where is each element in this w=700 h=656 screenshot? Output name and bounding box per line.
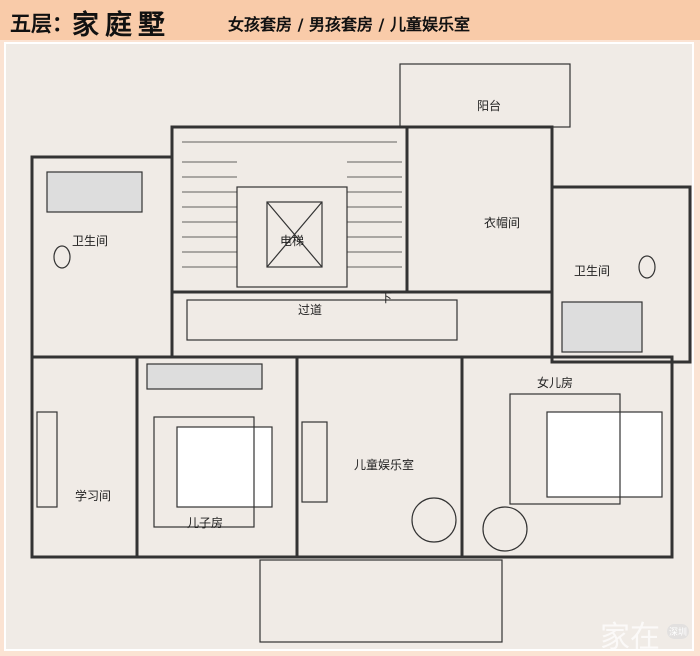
round-table-icon: [482, 506, 528, 552]
plan-subtitle: 女孩套房 / 男孩套房 / 儿童娱乐室: [228, 15, 470, 34]
balcony-top: [399, 63, 571, 128]
round-table-icon: [411, 497, 457, 543]
wardrobe: [146, 363, 263, 390]
bed-son: [176, 426, 273, 508]
room-label-corridor: 过道: [298, 303, 322, 317]
bathtub-right: [561, 301, 643, 353]
room-label-daughter: 女儿房: [537, 375, 573, 390]
stair-down-label: 下: [380, 291, 392, 305]
walls: [30, 125, 692, 559]
stairs: [182, 141, 402, 268]
room-label-study: 学习间: [75, 488, 111, 503]
elevator-cross: [266, 201, 323, 268]
bathtub-left: [46, 171, 143, 213]
room-label-balcony: 阳台: [477, 98, 501, 113]
room-label-elevator: 电梯: [280, 234, 304, 248]
toilet-icon: [53, 245, 71, 269]
room-label-son: 儿子房: [187, 515, 223, 530]
desk-study: [36, 411, 58, 508]
watermark-brand: 家在: [600, 620, 660, 655]
room-label-bath-right: 卫生间: [574, 264, 610, 278]
rug-son: [153, 416, 255, 528]
balcony-bottom: [259, 559, 503, 643]
header-bar: 五层： 家庭墅 女孩套房 / 男孩套房 / 儿童娱乐室: [0, 0, 700, 41]
floor-plan-drawing: 阳台 衣帽间 卫生间 卫生间 电梯 过道 下 学习间 儿子房 儿童娱乐室 女儿房: [30, 63, 692, 643]
room-label-play: 儿童娱乐室: [354, 457, 414, 472]
watermark-city: 深圳: [667, 624, 690, 639]
plan-name: 家庭墅: [72, 10, 171, 41]
corridor-void: [186, 299, 458, 341]
room-label-bath-left: 卫生间: [72, 234, 108, 248]
piano: [301, 421, 328, 503]
bed-daughter: [546, 411, 663, 498]
floor-plan: 阳台 衣帽间 卫生间 卫生间 电梯 过道 下 学习间 儿子房 儿童娱乐室 女儿房: [4, 42, 694, 651]
room-label-closet: 衣帽间: [484, 215, 520, 230]
floor-label: 五层：: [10, 12, 73, 36]
toilet-icon: [638, 255, 656, 279]
rug-daughter: [509, 393, 621, 505]
